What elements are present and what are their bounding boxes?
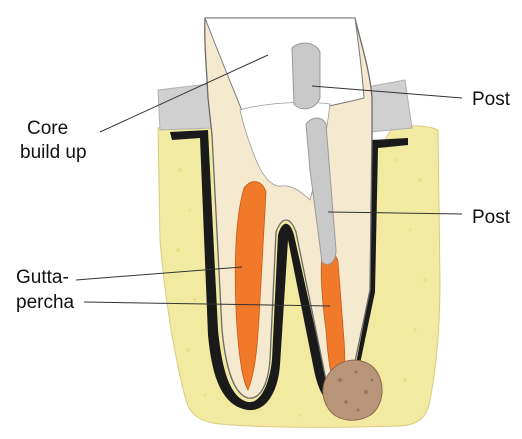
- label-core-build-up-line2: build up: [20, 142, 87, 164]
- label-post-lower: Post: [472, 207, 510, 229]
- periapical-lesion: [323, 360, 382, 420]
- label-gutta-percha-line1: Gutta-: [16, 267, 69, 289]
- post-upper: [292, 43, 320, 109]
- label-gutta-percha-line2: percha: [16, 292, 74, 314]
- label-core-build-up-line1: Core: [27, 118, 68, 140]
- label-post-upper: Post: [472, 89, 510, 111]
- left-shoulder: [158, 84, 212, 130]
